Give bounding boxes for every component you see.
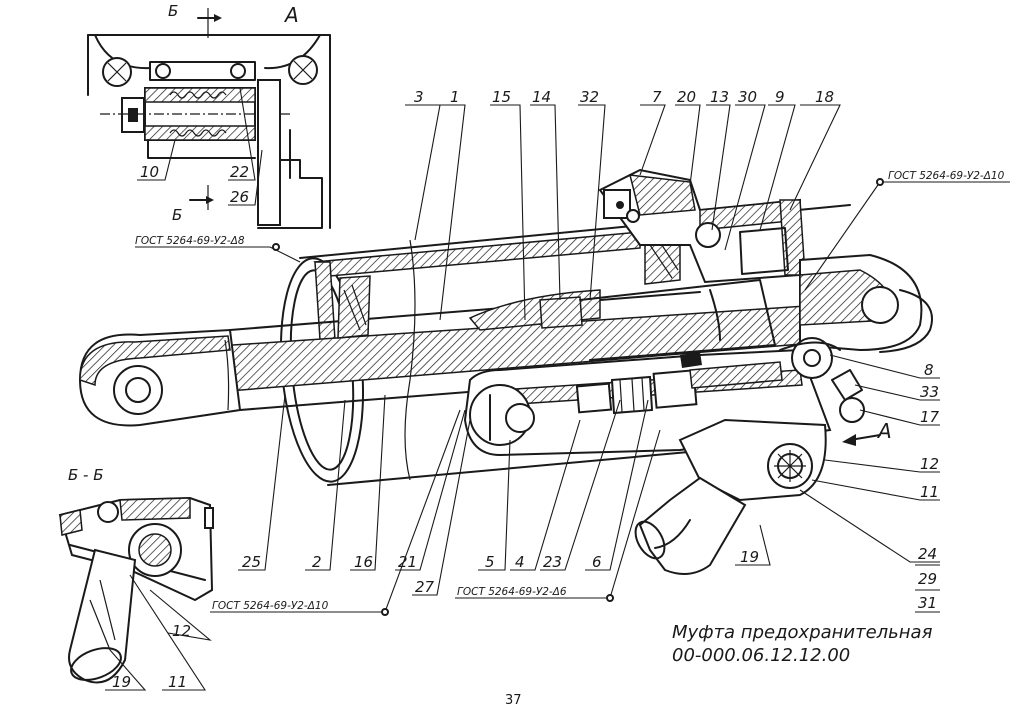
part-label: 24 xyxy=(918,545,937,563)
top-part-labels: 3 1 15 14 32 7 20 13 30 9 18 xyxy=(414,88,834,106)
part-label: 2 xyxy=(312,553,322,571)
weld-note-bottom-middle: ГОСТ 5264-69-У2-Δ6 xyxy=(457,586,567,598)
arrow-a-label: А xyxy=(876,419,892,443)
part-label: 20 xyxy=(677,88,696,106)
part-label: 11 xyxy=(168,673,187,691)
part-label: 15 xyxy=(492,88,511,106)
part-label: 8 xyxy=(924,361,934,379)
leader-lines xyxy=(105,87,1010,691)
part-label: 3 xyxy=(414,88,424,106)
part-label: 18 xyxy=(815,88,834,106)
part-label: 12 xyxy=(172,622,191,640)
part-label: 19 xyxy=(740,548,759,566)
view-a-inset xyxy=(87,8,331,229)
view-a-label: А xyxy=(283,3,299,27)
part-label: 32 xyxy=(580,88,599,106)
part-label: 13 xyxy=(710,88,729,106)
part-label: 5 xyxy=(485,553,495,571)
cut-mark-bottom: Б xyxy=(172,206,182,224)
page-number: 37 xyxy=(505,693,522,708)
cut-mark-top: Б xyxy=(168,2,178,20)
part-label: 26 xyxy=(230,188,249,206)
part-label: 29 xyxy=(918,570,937,588)
part-label: 1 xyxy=(450,88,460,106)
part-label: 27 xyxy=(415,578,435,596)
part-label: 23 xyxy=(543,553,562,571)
part-label: 9 xyxy=(775,88,785,106)
right-part-labels: 8 33 17 12 11 24 29 31 xyxy=(918,361,940,612)
view-labels: А Б Б Б - Б А xyxy=(68,2,892,484)
inset-part-labels: 10 22 26 xyxy=(140,163,249,206)
part-label: 16 xyxy=(354,553,373,571)
drawing-number: 00-000.06.12.12.00 xyxy=(672,645,851,666)
part-label: 21 xyxy=(398,553,417,571)
drawing-title: Муфта предохранительная xyxy=(672,622,933,643)
weld-note-top-left: ГОСТ 5264-69-У2-Δ8 xyxy=(135,235,245,247)
bottom-part-labels: 25 2 16 21 27 5 4 23 6 19 xyxy=(242,548,759,596)
part-label: 12 xyxy=(920,455,939,473)
part-label: 19 xyxy=(112,673,131,691)
section-bb-label: Б - Б xyxy=(68,466,104,484)
part-label: 31 xyxy=(918,594,937,612)
part-label: 10 xyxy=(140,163,159,181)
weld-notes: ГОСТ 5264-69-У2-Δ8 ГОСТ 5264-69-У2-Δ10 Г… xyxy=(135,170,1005,612)
weld-note-bottom-left: ГОСТ 5264-69-У2-Δ10 xyxy=(212,600,329,612)
section-bb xyxy=(58,496,214,684)
part-label: 30 xyxy=(738,88,757,106)
part-label: 14 xyxy=(532,88,551,106)
section-part-labels: 12 19 11 xyxy=(112,622,191,691)
part-label: 6 xyxy=(592,553,602,571)
weld-note-top-right: ГОСТ 5264-69-У2-Δ10 xyxy=(888,170,1005,182)
part-label: 25 xyxy=(242,553,261,571)
part-label: 7 xyxy=(652,88,662,106)
part-label: 11 xyxy=(920,483,939,501)
part-label: 4 xyxy=(515,553,525,571)
part-label: 17 xyxy=(920,408,940,426)
part-label: 22 xyxy=(230,163,249,181)
part-label: 33 xyxy=(920,383,939,401)
